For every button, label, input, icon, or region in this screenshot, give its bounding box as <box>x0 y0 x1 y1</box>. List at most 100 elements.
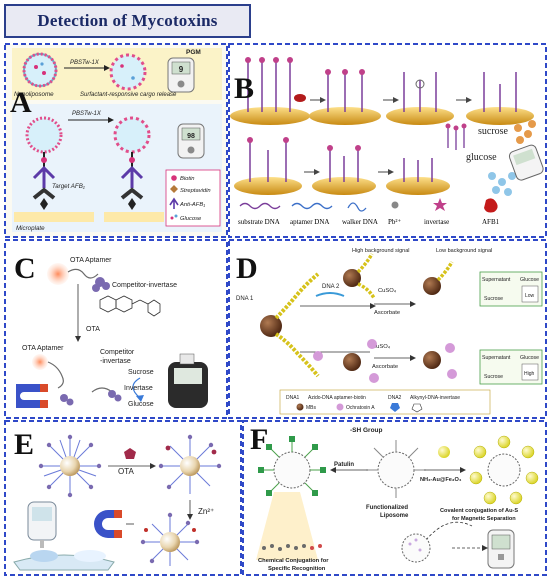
panel-a-legend: Biotin Streptavidin Anti-AFB₁ Glucose <box>169 175 211 222</box>
biotin-icon <box>171 175 177 181</box>
legend-biotin: Biotin <box>180 176 195 182</box>
panel-letter-a: A <box>10 86 32 119</box>
sucrose-label-c: Sucrose <box>128 369 154 376</box>
panel-e: OTA Zn²⁺ <box>13 428 222 571</box>
legend-aptamer-dna: aptamer DNA <box>290 218 329 226</box>
legend-azido-dna: Azido-DNA aptamer-biotin <box>308 395 366 401</box>
cuso4-label-2: CuSO₄ <box>372 344 391 350</box>
pbst-label-1: PBSTw-1X <box>70 60 100 66</box>
tray-icon <box>13 550 115 571</box>
gold-disc-2 <box>309 69 381 125</box>
glucose-label-d1: Glucose <box>520 277 539 283</box>
competitor-invertase-top-label: Competitor-invertase <box>112 282 177 289</box>
bead-top-right <box>423 261 454 295</box>
legend-alkynyl-dna: Alkynyl-DNA-invertase <box>410 395 460 401</box>
high-label: High <box>524 371 535 377</box>
ota-aptamer-top-label: OTA Aptamer <box>70 257 112 264</box>
glucose-meter-top-icon <box>167 57 195 93</box>
ochratoxin-icon <box>336 403 344 411</box>
ruptured-liposome-icon <box>109 53 147 91</box>
ota-aptamer-bottom-label: OTA Aptamer <box>22 345 64 352</box>
ota-aptamer-sphere <box>47 263 69 285</box>
au-fe3o4-particle <box>438 446 450 458</box>
streptavidin-icon <box>170 185 178 193</box>
glucose-meter-c-icon <box>168 353 208 408</box>
panel-d-legend: DNA1 Azido-DNA aptamer-biotin DNA2 Alkyn… <box>286 395 460 413</box>
low-label: Low <box>525 293 535 299</box>
nh2-label: NH₂-Au@Fe₃O₄ <box>420 477 462 483</box>
title-box: Detection of Mycotoxins <box>4 4 251 38</box>
invertase-label-c: Invertase <box>124 385 153 392</box>
patulin-label: Patulin <box>334 462 354 468</box>
patulin-liposome-icon <box>258 436 326 496</box>
liposome-sandwich-2 <box>104 116 164 222</box>
legend-invertase: invertase <box>424 218 449 226</box>
panel-letter-c: C <box>14 252 36 285</box>
glucose-icon <box>170 216 174 220</box>
ota-label-c: OTA <box>86 326 100 333</box>
bead-bottom-right <box>423 343 457 379</box>
competitor-invertase-icon <box>92 277 110 292</box>
pbst-label-2: PBSTw-1X <box>72 111 102 117</box>
sucrose-dots <box>514 120 536 144</box>
bead-top-mid <box>343 253 376 299</box>
panel-letter-d: D <box>236 252 258 285</box>
panel-b-legend: substrate DNA aptamer DNA walker DNA Pb²… <box>238 198 500 226</box>
glucose-label-b: glucose <box>466 152 497 163</box>
ascorbate-label-2: Ascorbate <box>372 364 398 370</box>
panel-d-legend-box <box>279 389 491 415</box>
gold-disc-7 <box>386 158 450 195</box>
dna1-label: DNA 1 <box>236 296 254 302</box>
pgm-label: PGM <box>186 49 201 56</box>
mbs-icon <box>296 403 304 411</box>
legend-substrate-dna: substrate DNA <box>238 218 280 226</box>
dna2-label: DNA 2 <box>322 284 340 290</box>
gold-disc-3 <box>386 72 454 125</box>
low-bg-label: Low background signal <box>436 248 492 254</box>
competitor-bottom-label-1: Competitor <box>100 349 135 356</box>
zoom-cone <box>256 492 318 560</box>
magnetic-cluster-icon <box>469 435 539 505</box>
gold-disc-5 <box>234 137 302 195</box>
panel-d: High background signal Low background si… <box>236 248 543 415</box>
aptamer-particle-2 <box>158 434 222 494</box>
competitor-bound-icon <box>60 394 74 406</box>
magnetic-label: for Magnetic Separation <box>452 516 516 522</box>
supernatant-label-2: Supernatant <box>482 355 511 361</box>
glucose-meter-b-icon <box>508 144 544 181</box>
aptamer-particle-1 <box>38 434 102 498</box>
panel-d-frame <box>228 239 547 419</box>
microplate-label: Microplate <box>16 225 45 232</box>
outline-pentagon-icon <box>411 403 423 413</box>
panel-letter-b: B <box>234 72 254 105</box>
glucose-dots <box>488 172 516 196</box>
ota-molecule-icon <box>99 295 161 317</box>
functionalized-label-1: Functionalized <box>366 505 408 511</box>
panel-b: sucrose glucose substrate DNA aptamer DN… <box>230 57 544 226</box>
ochratoxin-dot <box>313 351 323 361</box>
bead-bottom-mid <box>343 339 379 383</box>
panel-letter-f: F <box>250 423 268 456</box>
liposome-sandwich-1 <box>14 116 94 222</box>
ota-pentagon-icon <box>124 448 136 459</box>
legend-ochratoxin: Ochratoxin A <box>346 405 375 411</box>
panel-letter-e: E <box>14 428 34 461</box>
gold-disc-4 <box>466 72 534 125</box>
sucrose-label-d2: Sucrose <box>484 374 503 380</box>
target-afb1-label: Target AFB₁ <box>52 183 85 190</box>
meter-reading-top: 9 <box>179 65 184 74</box>
chemical-label-2: Specific Recognition <box>268 566 326 572</box>
high-bg-label: High background signal <box>352 248 409 254</box>
legend-dna1: DNA1 <box>286 395 300 401</box>
meter-reading-bottom: 98 <box>187 133 195 140</box>
magnet-e-icon <box>94 510 122 538</box>
nanoliposome-icon <box>22 52 58 88</box>
magnetic-bead-main <box>260 315 282 337</box>
chemical-label-1: Chemical Conjugation for <box>258 558 329 564</box>
functionalized-liposome-icon <box>366 440 426 498</box>
invertase-star-icon <box>433 198 447 211</box>
glucose-meter-bottom-icon <box>177 123 205 159</box>
release-label: Surfactant-responsive cargo release <box>80 92 177 98</box>
